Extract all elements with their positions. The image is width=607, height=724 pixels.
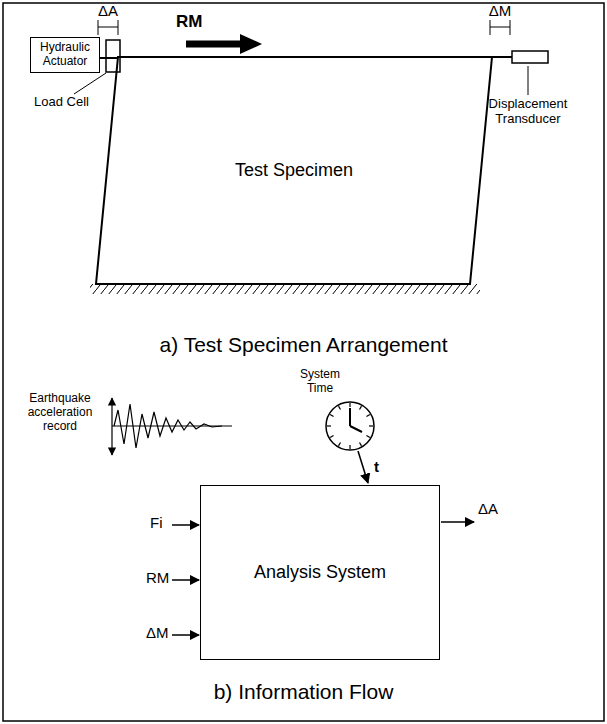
signal-name: ΔM — [146, 624, 172, 641]
part-name: Load Cell — [34, 95, 114, 110]
node-text: Test Specimen — [235, 160, 353, 181]
actuator-box: Hydraulic Actuator — [30, 37, 100, 73]
time-arrow — [358, 451, 368, 483]
input-arrow — [172, 524, 199, 526]
input-arrow — [172, 634, 199, 636]
specimen-parallelogram: Test Specimen — [96, 57, 492, 284]
node-text: Hydraulic Actuator — [34, 41, 96, 69]
signal-name: Earthquake acceleration record — [14, 392, 106, 433]
caption: b) Information Flow — [0, 680, 607, 704]
dimension-label: ΔA — [88, 2, 128, 19]
dimension-line — [490, 27, 510, 28]
actuator-rod — [100, 57, 118, 59]
transducer-rod — [490, 56, 512, 58]
part-name: Displacement Transducer — [470, 97, 586, 127]
signal-name: t — [374, 458, 394, 475]
process-box: Analysis System — [200, 485, 440, 660]
force-arrowhead — [240, 34, 262, 54]
output-arrow — [441, 521, 474, 523]
leader-line — [528, 66, 529, 95]
dimension-label: ΔM — [480, 2, 520, 19]
acceleration-signal — [114, 404, 222, 448]
force-arrow — [186, 41, 242, 48]
signal-name: ΔA — [478, 500, 518, 517]
frame — [3, 3, 604, 721]
clock — [326, 402, 374, 450]
node-text: Analysis System — [254, 562, 386, 583]
ground-hatching — [90, 284, 480, 294]
caption: a) Test Specimen Arrangement — [0, 333, 607, 357]
dimension-line — [98, 27, 118, 28]
leader-line — [74, 73, 106, 94]
input-arrow — [172, 579, 199, 581]
force-label: RM — [176, 12, 226, 32]
signal-name: RM — [146, 569, 172, 586]
displacement-transducer — [512, 51, 548, 63]
signal-name: System Time — [290, 368, 350, 396]
signal-name: Fi — [150, 514, 174, 531]
